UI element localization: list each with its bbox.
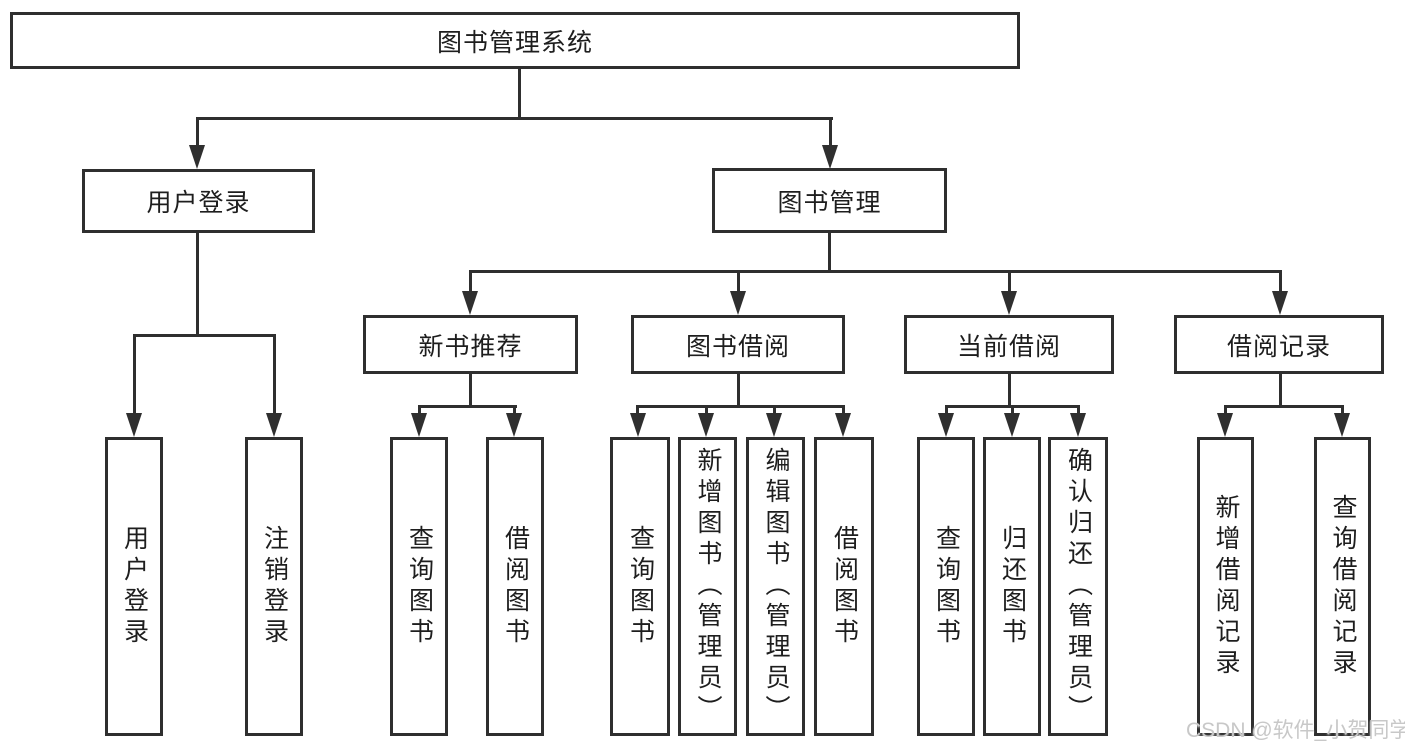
connector-shaft	[636, 405, 639, 417]
csdn-watermark: CSDN @软件_小贺同学	[1186, 719, 1405, 742]
connector-shaft	[945, 405, 948, 417]
arrow-down-icon	[126, 413, 142, 437]
node-book-borrowing: 图书借阅	[631, 315, 845, 374]
leaf-return-books: 归还图书	[983, 437, 1041, 736]
leaf-add-books-admin: 新增图书（管理员）	[678, 437, 737, 736]
node-root-label: 图书管理系统	[436, 28, 593, 57]
connector-shaft	[1224, 405, 1227, 417]
connector-shaft	[196, 117, 199, 149]
connector-stub	[469, 374, 472, 408]
leaf-label: 新增图书（管理员）	[694, 447, 722, 726]
connector-stub	[1279, 374, 1282, 408]
node-book-management-label: 图书管理	[777, 188, 882, 217]
arrow-down-icon	[1070, 413, 1086, 437]
arrow-down-icon	[698, 413, 714, 437]
arrow-down-icon	[766, 413, 782, 437]
connector-shaft	[737, 270, 740, 294]
connector-shaft	[1008, 270, 1011, 294]
node-borrow-records-label: 借阅记录	[1226, 332, 1331, 361]
arrow-down-icon	[1004, 413, 1020, 437]
connector-user-login-hline	[133, 334, 276, 337]
arrow-down-icon	[411, 413, 427, 437]
connector-shaft	[1341, 405, 1344, 417]
connector-shaft	[1279, 270, 1282, 294]
leaf-label: 查询图书	[932, 524, 961, 649]
connector-shaft	[418, 405, 421, 417]
leaf-label: 注销登录	[260, 524, 289, 649]
leaf-label: 借阅图书	[501, 524, 530, 649]
leaf-label: 归还图书	[998, 524, 1027, 649]
leaf-label: 编辑图书（管理员）	[762, 447, 790, 726]
leaf-label: 确认归还（管理员）	[1064, 447, 1093, 726]
leaf-user-login: 用户登录	[105, 437, 163, 736]
connector-user-login-stub	[196, 233, 199, 336]
arrow-down-icon	[938, 413, 954, 437]
arrow-down-icon	[630, 413, 646, 437]
node-book-borrowing-label: 图书借阅	[685, 332, 790, 361]
leaf-label: 查询图书	[405, 524, 434, 649]
node-user-login-label: 用户登录	[146, 189, 251, 217]
node-current-borrowing: 当前借阅	[904, 315, 1114, 374]
leaf-borrow-books-recommend: 借阅图书	[486, 437, 544, 736]
connector-book-mgmt-stub	[828, 233, 831, 273]
connector-shaft	[469, 270, 472, 294]
arrow-down-icon	[835, 413, 851, 437]
node-user-login: 用户登录	[82, 169, 315, 233]
leaf-logout: 注销登录	[245, 437, 303, 736]
leaf-query-books-borrowing: 查询图书	[610, 437, 670, 736]
connector-stub	[737, 374, 740, 408]
connector-shaft	[842, 405, 845, 417]
arrow-down-icon	[730, 291, 746, 315]
arrow-down-icon	[1334, 413, 1350, 437]
node-new-book-recommend-label: 新书推荐	[418, 332, 523, 361]
node-new-book-recommend: 新书推荐	[363, 315, 578, 374]
arrow-down-icon	[266, 413, 282, 437]
connector-root-stub	[518, 69, 521, 119]
connector-hline	[1224, 405, 1344, 408]
arrow-down-icon	[462, 291, 478, 315]
arrow-down-icon	[822, 145, 838, 169]
connector-shaft	[1011, 405, 1014, 417]
connector-level3-hline	[469, 270, 1282, 273]
connector-shaft	[773, 405, 776, 417]
leaf-label: 查询图书	[626, 524, 655, 649]
node-book-management: 图书管理	[712, 168, 947, 233]
arrow-down-icon	[1001, 291, 1017, 315]
leaf-label: 用户登录	[120, 524, 149, 649]
arrow-down-icon	[1272, 291, 1288, 315]
connector-shaft	[1077, 405, 1080, 417]
arrow-down-icon	[1217, 413, 1233, 437]
node-borrow-records: 借阅记录	[1174, 315, 1384, 374]
leaf-add-borrow-record: 新增借阅记录	[1197, 437, 1254, 736]
leaf-label: 查询借阅记录	[1329, 493, 1357, 680]
node-current-borrowing-label: 当前借阅	[956, 332, 1061, 361]
connector-shaft	[705, 405, 708, 417]
leaf-query-borrow-record: 查询借阅记录	[1314, 437, 1371, 736]
arrow-down-icon	[189, 145, 205, 169]
connector-shaft	[513, 405, 516, 417]
leaf-query-books-recommend: 查询图书	[390, 437, 448, 736]
leaf-label: 新增借阅记录	[1212, 493, 1240, 680]
connector-level1-hline	[196, 117, 833, 120]
node-root: 图书管理系统	[10, 12, 1020, 69]
connector-shaft	[829, 117, 832, 149]
leaf-label: 借阅图书	[830, 524, 859, 649]
connector-hline	[418, 405, 517, 408]
leaf-confirm-return-admin: 确认归还（管理员）	[1048, 437, 1108, 736]
connector-shaft	[133, 334, 136, 415]
leaf-edit-books-admin: 编辑图书（管理员）	[746, 437, 805, 736]
leaf-borrow-books: 借阅图书	[814, 437, 874, 736]
leaf-query-books-current: 查询图书	[917, 437, 975, 736]
connector-hline	[636, 405, 845, 408]
connector-shaft	[273, 334, 276, 415]
arrow-down-icon	[506, 413, 522, 437]
connector-stub	[1008, 374, 1011, 408]
